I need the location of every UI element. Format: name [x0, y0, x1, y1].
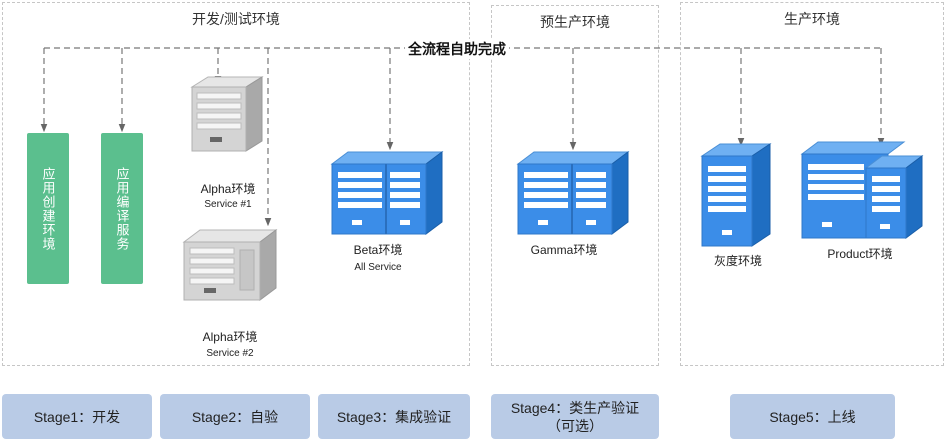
flow-label: 全流程自助完成 — [405, 39, 509, 59]
gray-release-label: 灰度环境 — [713, 254, 762, 268]
app-create-env-box: 应用创建环境 — [27, 133, 69, 284]
beta-sub: All Service — [354, 262, 402, 273]
alpha1-server-icon — [190, 76, 264, 152]
preprod-panel-title: 预生产环境 — [540, 14, 610, 30]
dev-test-panel-title: 开发/测试环境 — [192, 11, 280, 27]
stage-1: Stage1：开发 — [2, 394, 152, 439]
alpha2-server-icon — [182, 229, 278, 301]
app-compile-service-box: 应用编译服务 — [101, 133, 143, 284]
stage-3: Stage3：集成验证 — [318, 394, 470, 439]
prod-panel-title: 生产环境 — [784, 11, 840, 27]
gamma-label: Gamma环境 — [530, 243, 598, 257]
beta-server-icon — [330, 151, 444, 235]
stage-4: Stage4：类生产验证（可选） — [491, 394, 659, 439]
alpha2-sub: Service #2 — [206, 348, 254, 359]
alpha1-label: Alpha环境 — [200, 182, 256, 196]
beta-label: Beta环境 — [353, 243, 403, 257]
gamma-server-icon — [516, 151, 630, 235]
app-create-env-label: 应用创建环境 — [40, 166, 56, 251]
alpha1-sub: Service #1 — [204, 199, 252, 210]
stage-5: Stage5：上线 — [730, 394, 895, 439]
product-server-icon — [800, 141, 924, 239]
gray-release-server-icon — [700, 143, 772, 247]
app-compile-service-label: 应用编译服务 — [114, 166, 130, 251]
stage-2: Stage2：自验 — [160, 394, 310, 439]
alpha2-label: Alpha环境 — [202, 330, 258, 344]
product-label: Product环境 — [827, 247, 893, 261]
